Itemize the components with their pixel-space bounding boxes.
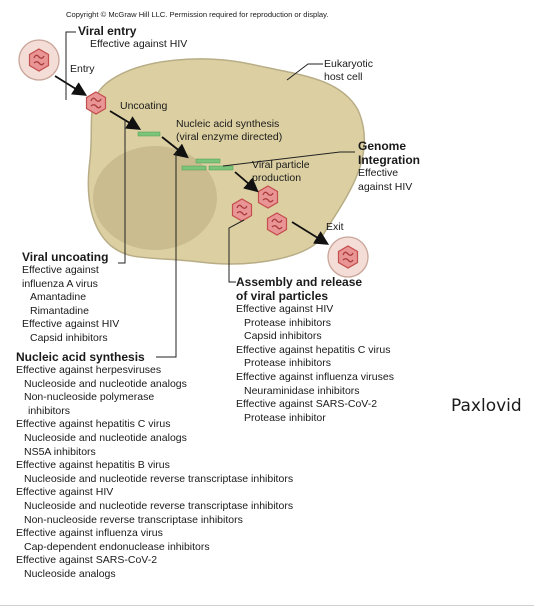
arrow-synthesis [161,136,189,159]
assembly-line: Protease inhibitors [244,357,331,370]
free-virus-entry [18,39,60,81]
assembly-line: Effective against HIV [236,303,334,315]
progeny-virus-3 [266,212,288,236]
nucleic-line: Effective against hepatitis B virus [16,459,170,472]
stage-production-label-2: production [252,172,302,184]
genome-title-1: Genome [358,139,407,153]
nucleic-line: NS5A inhibitors [24,445,96,458]
genome-title-2: Integration [358,153,420,167]
stage-nucleic-label-2: (viral enzyme directed) [176,131,283,143]
strand-b [181,165,207,171]
viral-uncoating-block: Viral uncoating Effective against influe… [22,250,119,346]
assembly-line: Capsid inhibitors [244,330,322,343]
nucleic-line: Nucleoside and nucleotide analogs [24,377,187,390]
leader-assembly [228,219,245,283]
nucleic-line: inhibitors [28,404,71,417]
arrow-exit [291,221,330,245]
uncoating-line: influenza A virus [22,277,98,290]
viral-entry-block: Viral entry Effective against HIV [78,24,187,52]
assembly-line: Neuraminidase inhibitors [244,384,360,397]
nucleic-line: Nucleoside analogs [24,567,116,580]
stage-nucleic-label-1: Nucleic acid synthesis [176,118,280,130]
nucleic-acid-block: Nucleic acid synthesis Effective against… [16,350,293,582]
host-cell-label-2: host cell [324,71,363,83]
stage-production-label-1: Viral particle [252,159,310,171]
strand-uncoating [137,131,161,137]
nucleic-line: Effective against SARS-CoV-2 [16,554,158,567]
leader-nucleic [156,152,177,358]
nucleic-line: Effective against HIV [16,486,114,499]
stage-uncoating-label: Uncoating [120,100,168,112]
genome-line: against HIV [358,180,413,193]
nucleus [93,146,217,250]
leader-host-cell [286,63,323,81]
assembly-line: Effective against influenza viruses [236,370,394,383]
viral-entry-line: Effective against HIV [90,38,188,50]
uncoating-line: Effective against [22,264,99,276]
uncoating-line: Amantadine [30,291,87,304]
viral-uncoating-title: Viral uncoating [22,250,109,264]
assembly-block: Assembly and release of viral particles … [236,275,394,425]
nucleic-line: Effective against influenza virus [16,527,163,540]
progeny-virus-1 [257,185,279,209]
free-virus-exit [327,236,369,278]
viral-entry-title: Viral entry [78,24,137,38]
nucleic-acid-title: Nucleic acid synthesis [16,350,145,364]
nucleic-line: Effective against hepatitis C virus [16,418,171,431]
copyright-notice: Copyright © McGraw Hill LLC. Permission … [66,10,329,19]
assembly-title-2: of viral particles [236,289,329,303]
arrow-production [234,171,259,193]
assembly-line: Effective against hepatitis C virus [236,343,391,356]
genome-integration-block: Genome Integration Effective against HIV [358,139,420,194]
nucleic-line: Non-nucleoside polymerase [24,391,155,404]
uncoating-line: Capsid inhibitors [30,331,108,344]
nucleic-line: Non-nucleoside reverse transcriptase inh… [24,513,243,526]
leader-uncoating [118,120,126,264]
nucleic-line: Effective against herpesviruses [16,364,162,376]
stage-exit-label: Exit [326,221,344,233]
assembly-line: Protease inhibitors [244,316,331,329]
assembly-title-1: Assembly and release [236,275,363,289]
paxlovid-label: Paxlovid [451,396,522,416]
leader-genome [222,151,355,167]
nucleic-line: Cap-dependent endonuclease inhibitors [24,540,210,553]
nucleic-line: Nucleoside and nucleotide reverse transc… [24,499,294,512]
bottom-divider [0,605,534,606]
nucleic-line: Nucleoside and nucleotide analogs [24,431,187,444]
uncoating-line: Effective against HIV [22,318,120,331]
uncoating-line: Rimantadine [30,304,89,317]
stage-entry-label: Entry [70,63,95,75]
assembly-line: Effective against SARS-CoV-2 [236,398,378,411]
genome-line: Effective [358,167,399,179]
leader-viral-entry [65,31,76,100]
arrow-entry [54,75,88,96]
virus-entering [85,91,107,115]
host-cell-label-1: Eukaryotic [324,58,374,70]
strand-a [195,158,221,164]
nucleic-line: Nucleoside and nucleotide reverse transc… [24,472,294,485]
assembly-line: Protease inhibitor [244,411,326,424]
progeny-virus-2 [231,198,253,222]
arrow-uncoating [109,110,142,130]
strand-c [208,165,234,171]
